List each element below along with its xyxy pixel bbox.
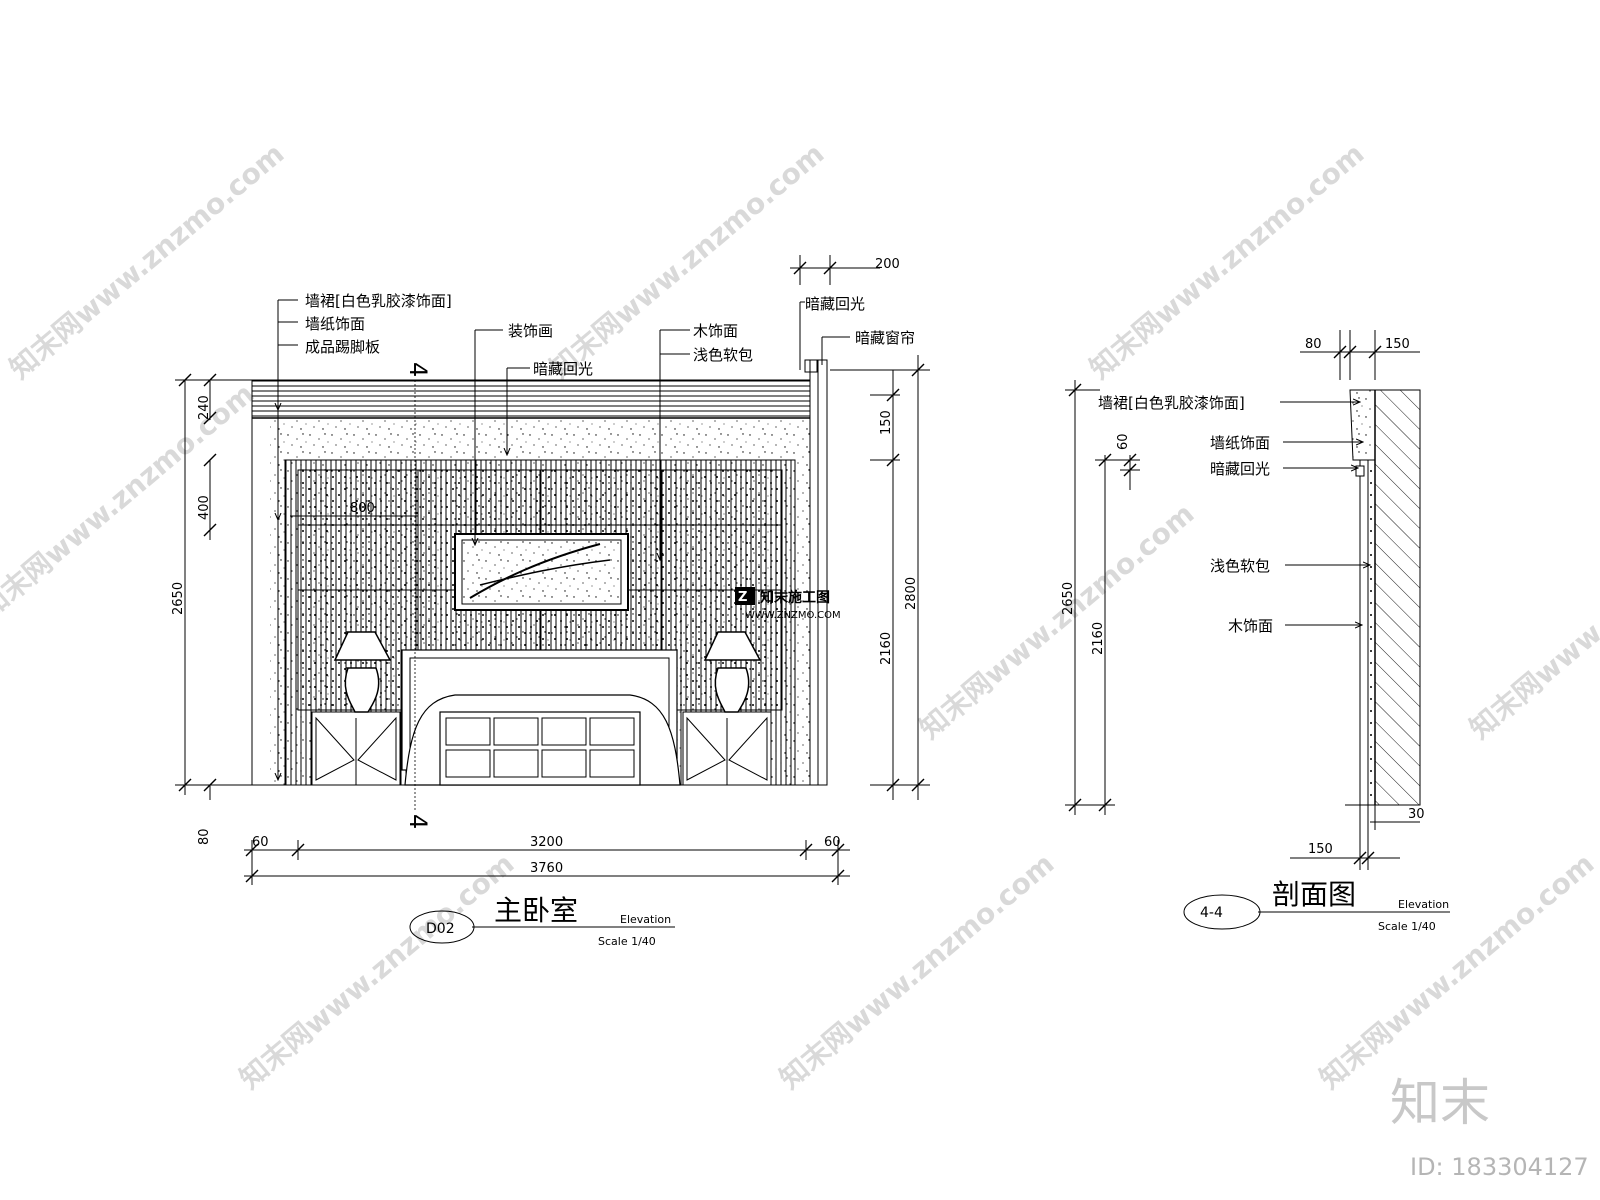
dim-3760: 3760: [530, 861, 563, 876]
dim-section-150-top: 150: [1385, 337, 1410, 352]
dim-section-150-bottom: 150: [1308, 842, 1333, 857]
label-section-wood-finish: 木饰面: [1228, 617, 1273, 635]
elevation-dims: 200 240 400 2650 80 800 150 2160 2800 60…: [171, 257, 919, 876]
logo: Z 知末施工图 WWW.ZNZMO.COM: [735, 587, 841, 621]
label-decor-painting: 装饰画: [508, 322, 553, 340]
nightstand-left: [311, 711, 401, 786]
watermark-text: 知末网www.znzmo.com: [1313, 847, 1600, 1095]
label-wood-finish: 木饰面: [693, 322, 738, 340]
section-dims: 80 150 60 2650 2160 30 150: [1061, 337, 1425, 857]
label-soft-pack: 浅色软包: [693, 346, 753, 364]
watermark-text: 知末网www.znzmo.com: [0, 377, 260, 625]
dim-400: 400: [197, 495, 212, 520]
dim-200: 200: [875, 257, 900, 272]
dim-150: 150: [879, 410, 894, 435]
elevation-subtitle: Elevation: [620, 913, 671, 926]
dim-240: 240: [197, 395, 212, 420]
dim-60-right: 60: [824, 835, 841, 850]
nightstand-right: [682, 711, 772, 786]
label-section-wainscot: 墙裙[白色乳胶漆饰面]: [1098, 394, 1245, 412]
section-title-block: 4-4 剖面图 Elevation Scale 1/40: [1183, 878, 1450, 933]
dim-2650-left: 2650: [171, 582, 186, 615]
dim-2160: 2160: [879, 632, 894, 665]
label-hidden-light-right: 暗藏回光: [805, 295, 865, 313]
watermark-text: 知末网www.znzmo.com: [773, 847, 1060, 1095]
dim-section-80: 80: [1305, 337, 1322, 352]
dim-section-60: 60: [1116, 433, 1131, 450]
elevation-scale: Scale 1/40: [598, 935, 656, 948]
lamp-right: [703, 631, 762, 713]
watermark-text: 知末网www.znzmo.com: [913, 497, 1200, 745]
label-section-soft-pack: 浅色软包: [1210, 557, 1270, 575]
label-section-wallpaper: 墙纸饰面: [1210, 434, 1270, 452]
section-leaders: [1280, 402, 1370, 625]
elevation-labels: 墙裙[白色乳胶漆饰面] 墙纸饰面 成品踢脚板 装饰画 暗藏回光 木饰面 浅色软包…: [305, 292, 915, 829]
dim-section-30: 30: [1408, 807, 1425, 822]
dim-2800: 2800: [904, 577, 919, 610]
elevation-title-block: D02 主卧室 Elevation Scale 1/40: [409, 894, 675, 948]
dim-section-2650: 2650: [1061, 582, 1076, 615]
dim-section-2160: 2160: [1091, 622, 1106, 655]
label-wallpaper: 墙纸饰面: [305, 315, 365, 333]
lamp-left: [333, 631, 392, 713]
label-section-hidden-light: 暗藏回光: [1210, 460, 1270, 478]
label-hidden-curtain: 暗藏窗帘: [855, 329, 915, 347]
watermark-text: 知末网www.znzmo.com: [543, 137, 830, 385]
section-drawing: [1345, 389, 1421, 806]
svg-text:Z: Z: [738, 590, 747, 605]
logo-url: WWW.ZNZMO.COM: [745, 610, 841, 621]
label-hidden-light: 暗藏回光: [533, 360, 593, 378]
section-marker-top: 4: [404, 362, 432, 377]
dim-800: 800: [350, 501, 375, 516]
section-scale: Scale 1/40: [1378, 920, 1436, 933]
dim-80: 80: [197, 828, 212, 845]
section-dim-lines: [1065, 330, 1420, 870]
watermark-text: 知末网www.znzmo.com: [1083, 137, 1370, 385]
elevation-drawing: [251, 359, 828, 810]
watermark-brand: 知末: [1390, 1074, 1490, 1132]
label-skirting: 成品踢脚板: [305, 338, 380, 356]
elevation-dim-lines: [175, 255, 930, 885]
label-wainscot: 墙裙[白色乳胶漆饰面]: [305, 292, 452, 310]
watermark-text: 知末网www.znzmo.com: [3, 137, 290, 385]
section-title: 剖面图: [1272, 878, 1356, 911]
section-tag: 4-4: [1200, 905, 1223, 921]
section-labels: 墙裙[白色乳胶漆饰面] 墙纸饰面 暗藏回光 浅色软包 木饰面: [1098, 394, 1273, 635]
watermark-text: 知末网www.znzmo.com: [233, 847, 520, 1095]
bed-base: [439, 711, 641, 786]
section-marker-bottom: 4: [404, 814, 432, 829]
elevation-title: 主卧室: [494, 894, 578, 927]
elevation-leaders: [278, 299, 850, 780]
elevation-tag: D02: [426, 921, 455, 937]
dim-60-left: 60: [252, 835, 269, 850]
dim-3200: 3200: [530, 835, 563, 850]
watermark-id: ID: 183304127: [1410, 1153, 1589, 1181]
crown-moulding: [251, 379, 813, 419]
section-subtitle: Elevation: [1398, 898, 1449, 911]
wall-hatch: [1374, 389, 1421, 806]
watermark-text: 知末网www.znzmo.com: [1463, 497, 1600, 745]
logo-name: 知末施工图: [760, 589, 830, 606]
